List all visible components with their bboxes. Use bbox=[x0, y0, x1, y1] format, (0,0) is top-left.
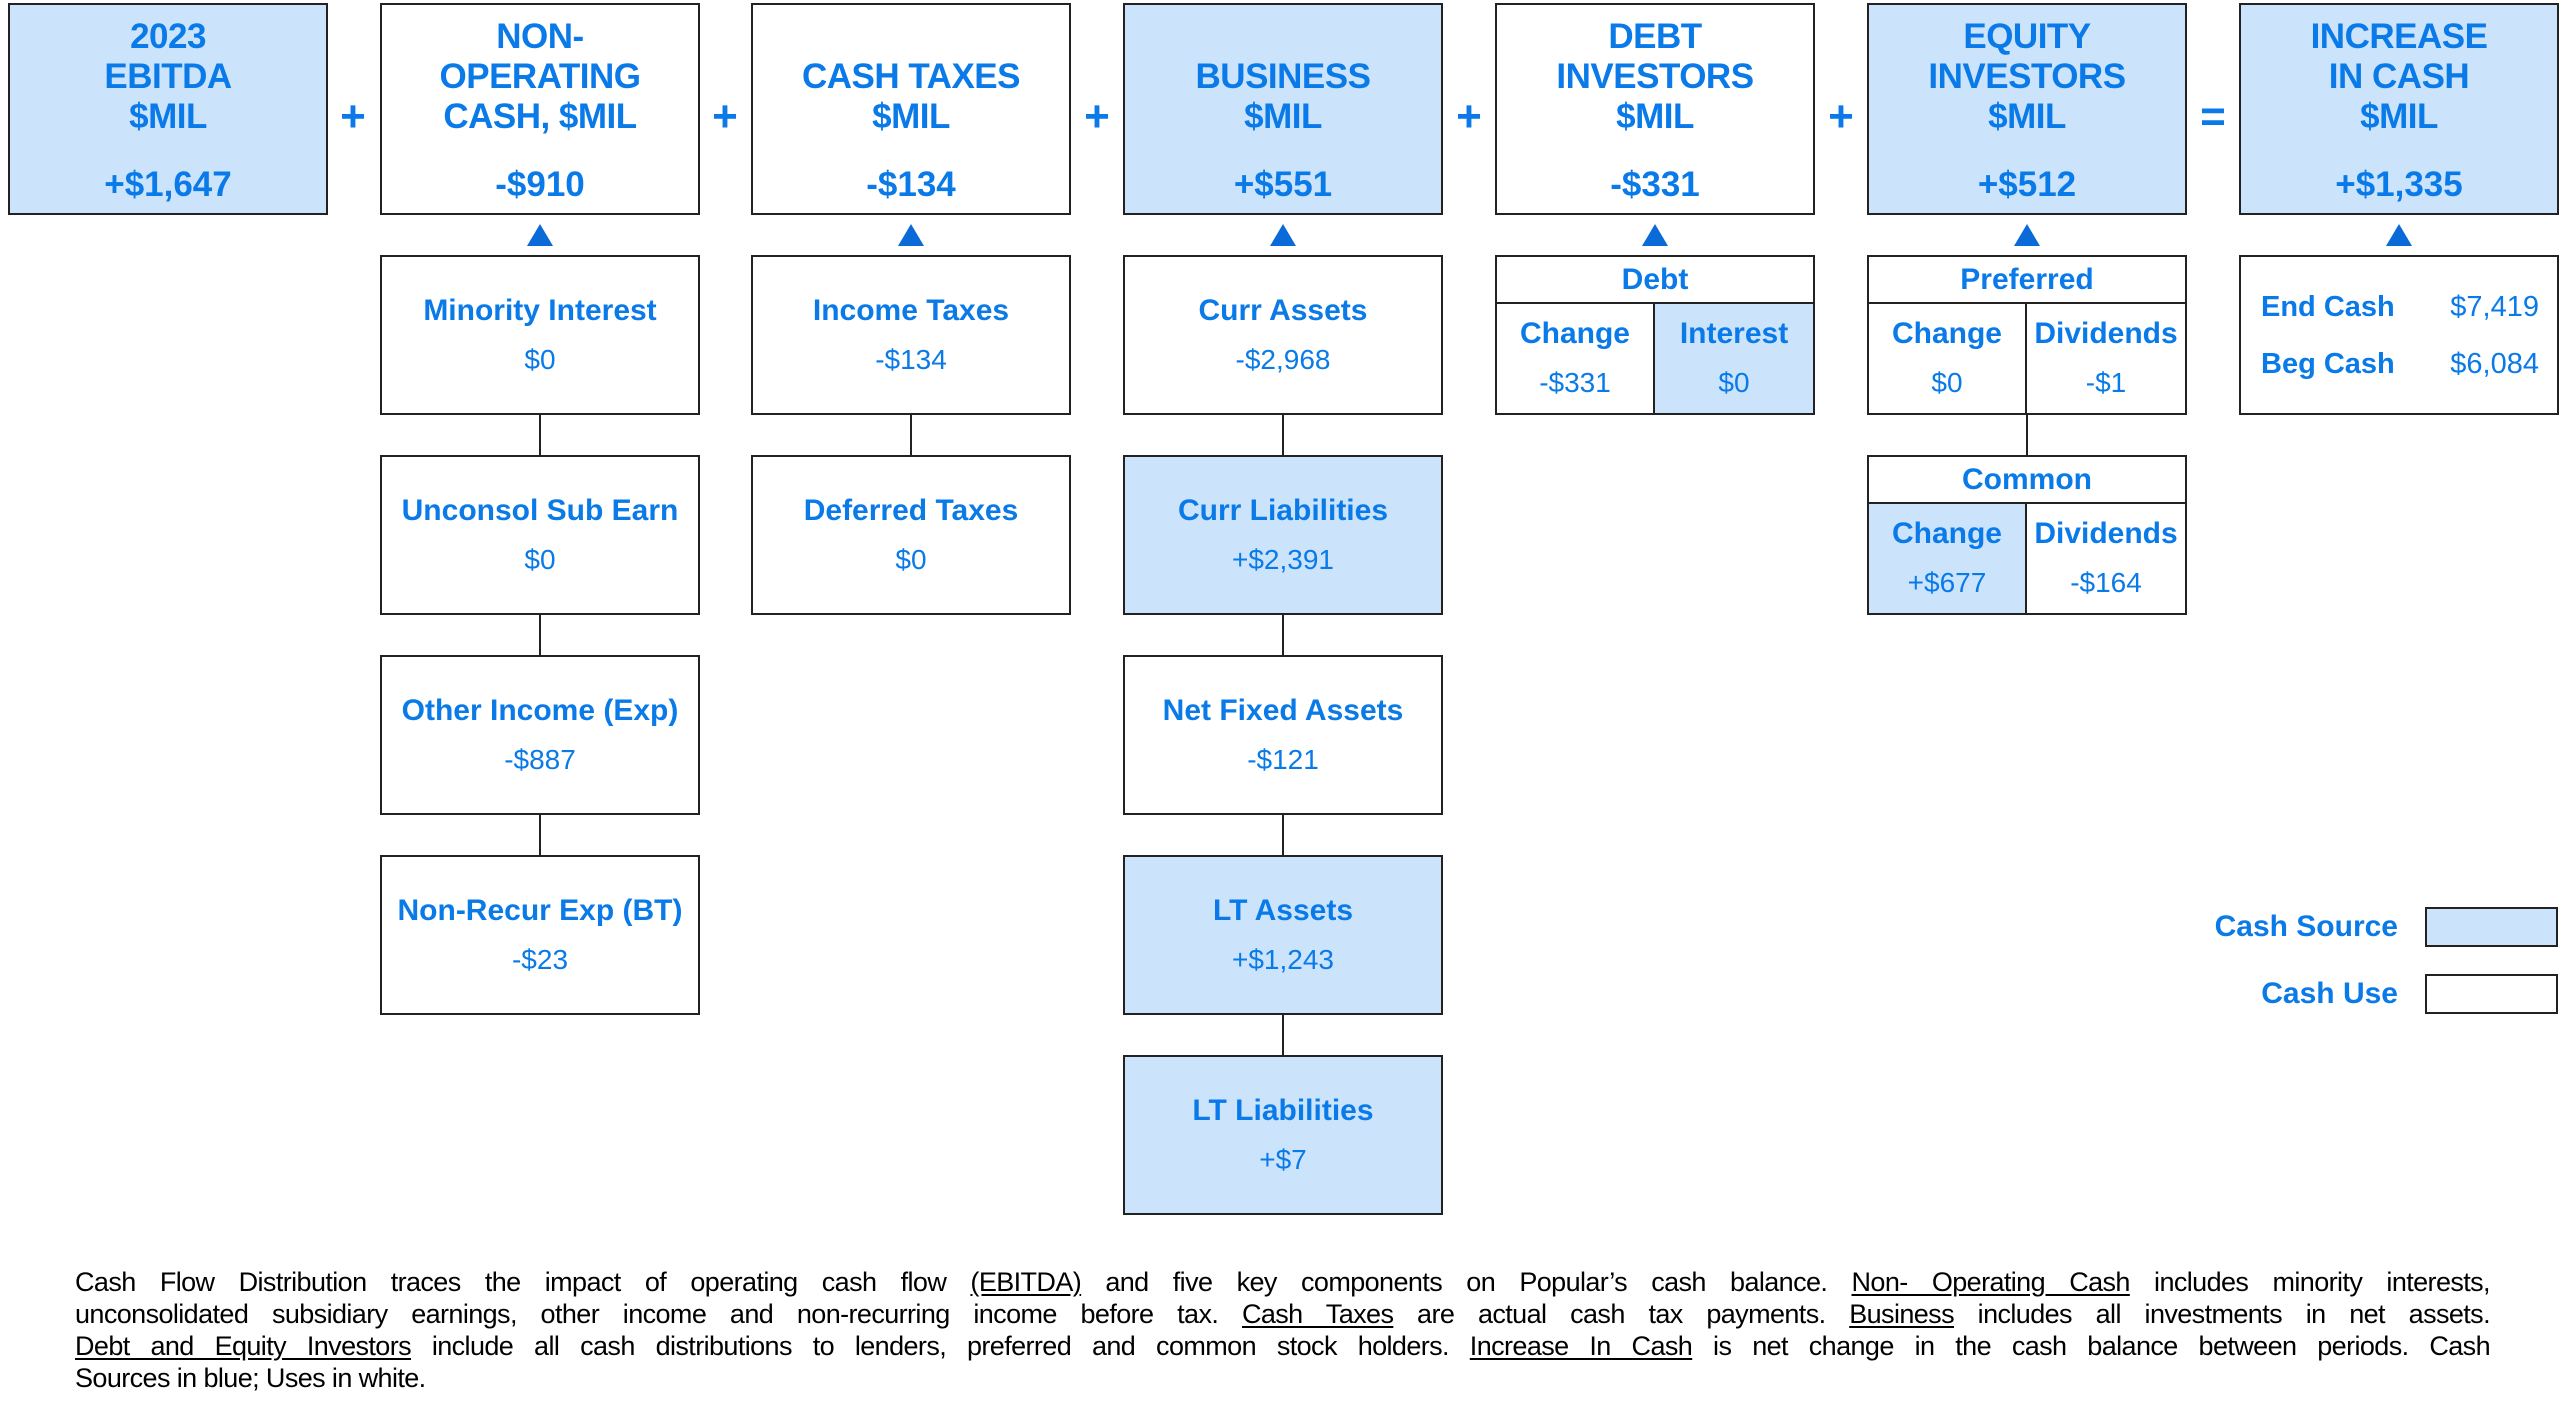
plus-operator: + bbox=[340, 92, 366, 141]
footnote: Cash Flow Distribution traces the impact… bbox=[75, 1266, 2491, 1394]
footnote-line: Debt and Equity Investors include all ca… bbox=[75, 1331, 2491, 1361]
item-label: Curr Assets bbox=[1198, 294, 1368, 327]
legend-cash-source-label: Cash Source bbox=[2214, 910, 2398, 943]
cash-taxes-box: CASH TAXES$MIL -$134 bbox=[751, 3, 1071, 215]
preferred-dividends-cell: Dividends-$1 bbox=[2034, 317, 2178, 398]
cash-balance-box: End Cash$7,419 Beg Cash$6,084 bbox=[2239, 255, 2559, 415]
item-label: Income Taxes bbox=[812, 294, 1010, 327]
business-title: BUSINESS$MIL bbox=[1195, 57, 1371, 136]
item-value: $0 bbox=[895, 544, 927, 575]
equals-operator: = bbox=[2200, 92, 2226, 141]
item-label: Minority Interest bbox=[423, 294, 657, 327]
item-value: -$2,968 bbox=[1235, 344, 1331, 375]
connector-line bbox=[539, 815, 541, 855]
other-income-box: Other Income (Exp) -$887 bbox=[380, 655, 700, 815]
arrow-up-icon bbox=[2014, 224, 2040, 246]
legend-cash-use-label: Cash Use bbox=[2261, 977, 2398, 1010]
non-operating-value: -$910 bbox=[495, 165, 585, 204]
debt-change-cell: Change-$331 bbox=[1497, 304, 1655, 413]
cash-taxes-title: CASH TAXES$MIL bbox=[802, 57, 1021, 136]
item-label: Other Income (Exp) bbox=[401, 694, 679, 727]
item-value: +$2,391 bbox=[1232, 544, 1334, 575]
curr-assets-box: Curr Assets -$2,968 bbox=[1123, 255, 1443, 415]
debt-header: Debt bbox=[1497, 257, 1813, 304]
connector-line bbox=[2026, 415, 2028, 455]
arrow-up-icon bbox=[898, 224, 924, 246]
arrow-up-icon bbox=[1270, 224, 1296, 246]
connector-line bbox=[1282, 815, 1284, 855]
item-label: Deferred Taxes bbox=[803, 494, 1019, 527]
legend-cash-source-swatch bbox=[2425, 907, 2558, 947]
preferred-header: Preferred bbox=[1869, 257, 2185, 304]
item-label: Net Fixed Assets bbox=[1162, 694, 1404, 727]
plus-operator: + bbox=[1828, 92, 1854, 141]
common-detail-box: Common Change+$677 Dividends-$164 bbox=[1867, 455, 2187, 615]
item-value: +$1,243 bbox=[1232, 944, 1334, 975]
deferred-taxes-box: Deferred Taxes $0 bbox=[751, 455, 1071, 615]
item-label: LT Assets bbox=[1212, 894, 1354, 927]
connector-line bbox=[910, 415, 912, 455]
income-taxes-box: Income Taxes -$134 bbox=[751, 255, 1071, 415]
increase-in-cash-value: +$1,335 bbox=[2335, 165, 2463, 204]
plus-operator: + bbox=[1456, 92, 1482, 141]
preferred-change-cell: Change$0 bbox=[1869, 304, 2027, 413]
item-value: -$134 bbox=[875, 344, 947, 375]
plus-operator: + bbox=[712, 92, 738, 141]
arrow-up-icon bbox=[527, 224, 553, 246]
unconsol-sub-earn-box: Unconsol Sub Earn $0 bbox=[380, 455, 700, 615]
arrow-up-icon bbox=[2386, 224, 2412, 246]
debt-interest-cell: Interest$0 bbox=[1655, 304, 1813, 413]
connector-line bbox=[539, 615, 541, 655]
footnote-line: Sources in blue; Uses in white. bbox=[75, 1363, 426, 1393]
item-value: -$121 bbox=[1247, 744, 1319, 775]
item-value: $0 bbox=[524, 544, 556, 575]
connector-line bbox=[1282, 415, 1284, 455]
arrow-up-icon bbox=[1642, 224, 1668, 246]
footnote-line: unconsolidated subsidiary earnings, othe… bbox=[75, 1299, 2491, 1329]
connector-line bbox=[539, 415, 541, 455]
debt-detail-box: Debt Change-$331 Interest$0 bbox=[1495, 255, 1815, 415]
minority-interest-box: Minority Interest $0 bbox=[380, 255, 700, 415]
item-label: Non-Recur Exp (BT) bbox=[397, 894, 683, 927]
equity-investors-value: +$512 bbox=[1977, 165, 2077, 204]
cash-taxes-value: -$134 bbox=[866, 165, 956, 204]
lt-assets-box: LT Assets +$1,243 bbox=[1123, 855, 1443, 1015]
non-recur-exp-box: Non-Recur Exp (BT) -$23 bbox=[380, 855, 700, 1015]
plus-operator: + bbox=[1084, 92, 1110, 141]
item-label: LT Liabilities bbox=[1192, 1094, 1374, 1127]
connector-line bbox=[1282, 615, 1284, 655]
preferred-detail-box: Preferred Change$0 Dividends-$1 bbox=[1867, 255, 2187, 415]
business-value: +$551 bbox=[1233, 165, 1333, 204]
ebitda-value: +$1,647 bbox=[104, 165, 232, 204]
net-fixed-assets-box: Net Fixed Assets -$121 bbox=[1123, 655, 1443, 815]
debt-investors-value: -$331 bbox=[1610, 165, 1700, 204]
end-cash-row: End Cash$7,419 bbox=[2261, 291, 2539, 323]
common-change-cell: Change+$677 bbox=[1869, 504, 2027, 613]
connector-line bbox=[1282, 1015, 1284, 1055]
beg-cash-row: Beg Cash$6,084 bbox=[2261, 348, 2539, 380]
lt-liabilities-box: LT Liabilities +$7 bbox=[1123, 1055, 1443, 1215]
item-value: -$23 bbox=[511, 944, 569, 975]
item-label: Unconsol Sub Earn bbox=[401, 494, 679, 527]
common-header: Common bbox=[1869, 457, 2185, 504]
legend-cash-use-swatch bbox=[2425, 974, 2558, 1014]
curr-liabilities-box: Curr Liabilities +$2,391 bbox=[1123, 455, 1443, 615]
item-value: -$887 bbox=[504, 744, 576, 775]
common-dividends-cell: Dividends-$164 bbox=[2034, 517, 2178, 598]
item-value: +$7 bbox=[1259, 1144, 1307, 1175]
footnote-line: Cash Flow Distribution traces the impact… bbox=[75, 1267, 2491, 1297]
item-value: $0 bbox=[524, 344, 556, 375]
business-box: BUSINESS$MIL +$551 bbox=[1123, 3, 1443, 215]
item-label: Curr Liabilities bbox=[1177, 494, 1389, 527]
